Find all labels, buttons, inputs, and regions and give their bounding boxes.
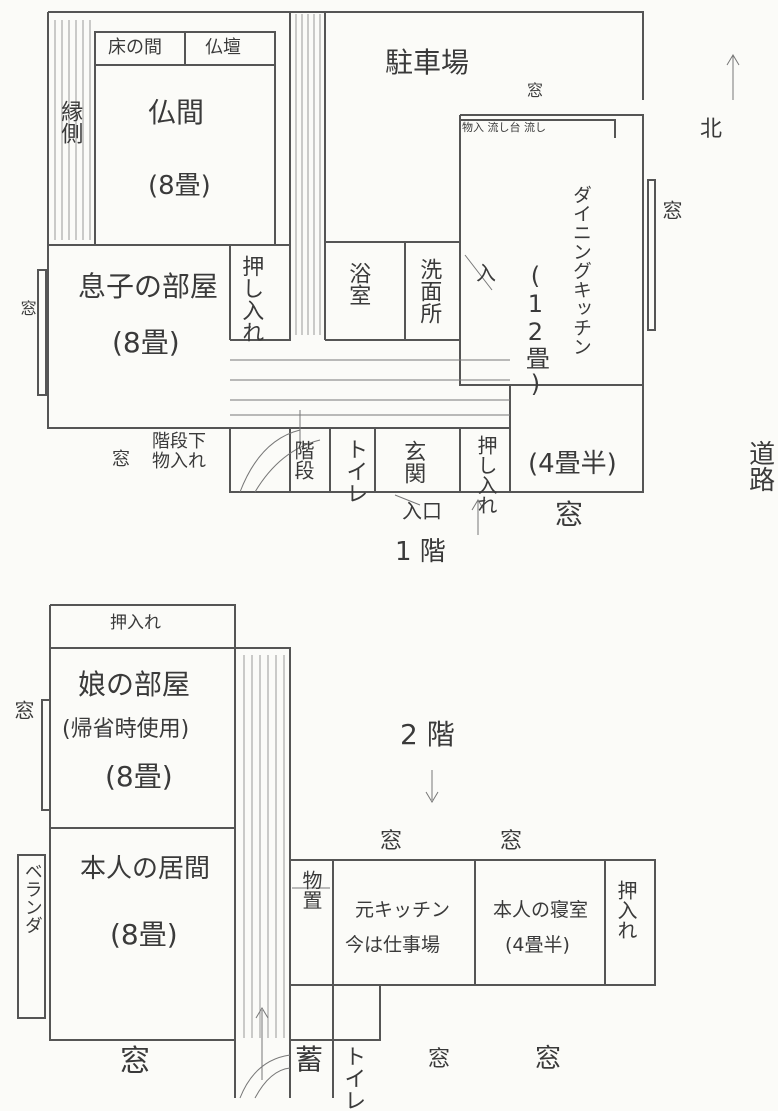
- musume-room-label: 娘の部屋: [78, 668, 191, 701]
- floor1-title: 1 階: [395, 537, 446, 567]
- floor2-walls: [17, 604, 656, 1098]
- window-south-bedroom: 窓: [535, 1044, 562, 1074]
- oshiire2-label: 押し入れ: [474, 435, 498, 515]
- butsuma-size-label: (8畳): [148, 171, 211, 201]
- musuko-size-label: (8畳): [112, 326, 180, 359]
- floor1-hatching: [54, 14, 510, 506]
- road-label: 道路: [744, 440, 775, 492]
- arrows: [425, 54, 740, 803]
- dining-kitchen-label: ダイニングキッチン: [569, 185, 592, 356]
- kitchen-top-label: 物入 流し台 流し: [462, 121, 546, 134]
- window-west-musuko: 窓: [17, 300, 37, 316]
- stairs-label: 階段: [291, 440, 315, 480]
- storage2-label: 蓄: [295, 1043, 324, 1076]
- window-north-kitchen: 窓: [527, 81, 544, 100]
- butsudan-label: 仏壇: [205, 37, 241, 58]
- genkan-label: 玄関: [400, 440, 426, 484]
- bedroom-label: 本人の寝室: [493, 899, 589, 921]
- floor1-walls: [37, 11, 656, 493]
- window-north-bedroom: 窓: [500, 829, 523, 854]
- floor2-title: 2 階: [400, 718, 455, 751]
- storage-label: 物置: [299, 870, 323, 910]
- entrance-label: 入口: [402, 499, 442, 523]
- moto-kitchen-label: 元キッチン: [355, 899, 451, 921]
- dining-size-label: (12畳): [521, 262, 550, 398]
- washroom-label: 洗面所: [416, 258, 442, 324]
- north-label: 北: [700, 117, 723, 142]
- parking-label: 駐車場: [385, 46, 470, 79]
- tokonoma-label: 床の間: [108, 37, 162, 58]
- honnin-ima-label: 本人の居間: [80, 854, 211, 884]
- honnin-ima-size-label: (8畳): [110, 918, 178, 951]
- bath-label: 浴室: [345, 262, 371, 306]
- window-south-yojohan: 窓: [555, 498, 584, 531]
- oshiire1-label: 押し入れ: [238, 255, 264, 343]
- bedroom-size-label: (4畳半): [505, 934, 570, 956]
- floor2-hatching: [239, 655, 330, 1099]
- window-west-musume: 窓: [11, 700, 35, 720]
- under-stairs-storage-label: 階段下物入れ: [152, 431, 206, 472]
- window-east-kitchen: 窓: [659, 200, 683, 220]
- veranda-label: ベランダ: [21, 862, 43, 934]
- toilet1-label: トイレ: [342, 438, 368, 504]
- butsuma-label: 仏間: [148, 96, 205, 129]
- musume-note-label: (帰省時使用): [62, 717, 190, 742]
- yojohan-label: (4畳半): [528, 449, 617, 479]
- window-south-kitchen2: 窓: [428, 1047, 451, 1072]
- musuko-room-label: 息子の部屋: [78, 270, 219, 303]
- window-north-kitchen2: 窓: [380, 829, 403, 854]
- oshiire-top-label: 押入れ: [110, 613, 161, 633]
- window-south-musuko: 窓: [112, 449, 130, 470]
- toilet2-label: トイレ: [340, 1045, 366, 1111]
- workspace-label: 今は仕事場: [345, 934, 441, 956]
- engawa-label: 縁側: [57, 100, 83, 144]
- musume-size-label: (8畳): [105, 760, 173, 793]
- entry-mark: 入: [476, 261, 496, 285]
- oshiire-east-label: 押入れ: [614, 880, 638, 940]
- window-south-ima: 窓: [120, 1044, 150, 1079]
